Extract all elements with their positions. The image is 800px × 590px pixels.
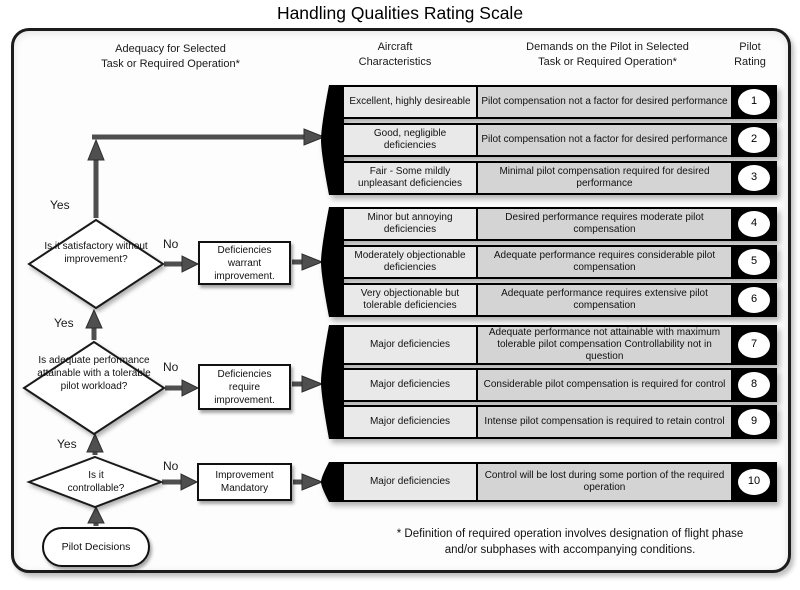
characteristics-cell: Major deficiencies — [342, 405, 478, 439]
decision-question-2: Is adequate performance attainable with … — [37, 355, 151, 392]
table-row: Minor but annoying deficiencies Desired … — [342, 207, 777, 241]
rating-bubble: 3 — [738, 165, 770, 191]
no-label-3: No — [163, 459, 179, 473]
rating-cell: 6 — [733, 283, 777, 317]
rating-group-10: Major deficiencies Control will be lost … — [320, 462, 778, 502]
yes-label-3: Yes — [57, 437, 77, 451]
group-left-band — [321, 462, 344, 502]
action-box-deficiencies-warrant: Deficiencies warrant improvement. — [198, 241, 291, 285]
rating-cell: 7 — [733, 325, 777, 365]
page-title: Handling Qualities Rating Scale — [276, 3, 524, 23]
demands-cell: Adequate performance not attainable with… — [478, 325, 733, 365]
header-rating-line2: Rating — [734, 55, 766, 68]
demands-cell: Control will be lost during some portion… — [478, 462, 733, 502]
demands-cell: Desired performance requires moderate pi… — [478, 207, 733, 241]
rating-group-1-3: Excellent, highly desireable Pilot compe… — [320, 85, 778, 195]
table-row: Good, negligible deficiencies Pilot comp… — [342, 123, 777, 157]
rating-cell: 9 — [733, 405, 777, 439]
characteristics-cell: Major deficiencies — [342, 368, 478, 402]
demands-cell: Pilot compensation not a factor for desi… — [478, 123, 733, 157]
yes-label-1: Yes — [50, 198, 70, 212]
characteristics-cell: Excellent, highly desireable — [342, 85, 478, 119]
characteristics-cell: Minor but annoying deficiencies — [342, 207, 478, 241]
group-left-band — [321, 207, 344, 317]
header-rating-line1: Pilot — [739, 41, 761, 53]
rating-bubble: 10 — [738, 469, 770, 495]
rating-bubble: 9 — [738, 409, 770, 435]
table-row: Major deficiencies Considerable pilot co… — [342, 368, 777, 402]
rating-cell: 2 — [733, 123, 777, 157]
demands-cell: Considerable pilot compensation is requi… — [478, 368, 733, 402]
header-adequacy-line2: Task or Required Operation* — [101, 57, 240, 70]
characteristics-cell: Very objectionable but tolerable deficie… — [342, 283, 478, 317]
rating-cell: 3 — [733, 161, 777, 195]
header-aircraft-characteristics: Aircraft Characteristics — [335, 40, 455, 70]
rating-bubble: 4 — [738, 211, 770, 237]
rating-cell: 5 — [733, 245, 777, 279]
group-left-band — [321, 325, 344, 439]
table-row: Major deficiencies Adequate performance … — [342, 325, 777, 365]
characteristics-cell: Good, negligible deficiencies — [342, 123, 478, 157]
rating-bubble: 1 — [738, 89, 770, 115]
table-row: Fair - Some mildly unpleasant deficienci… — [342, 161, 777, 195]
rating-cell: 10 — [733, 462, 777, 502]
demands-cell: Pilot compensation not a factor for desi… — [478, 85, 733, 119]
header-demands: Demands on the Pilot in Selected Task or… — [490, 40, 725, 70]
no-label-1: No — [163, 237, 179, 251]
decision-question-1: Is it satisfactory without improvement? — [44, 241, 148, 265]
rating-group-7-9: Major deficiencies Adequate performance … — [320, 325, 778, 439]
table-row: Major deficiencies Intense pilot compens… — [342, 405, 777, 439]
table-row: Very objectionable but tolerable deficie… — [342, 283, 777, 317]
group-left-band — [321, 85, 344, 195]
characteristics-cell: Fair - Some mildly unpleasant deficienci… — [342, 161, 478, 195]
rating-bubble: 6 — [738, 287, 770, 313]
demands-cell: Adequate performance requires considerab… — [478, 245, 733, 279]
header-demands-line1: Demands on the Pilot in Selected — [526, 41, 689, 53]
table-row: Excellent, highly desireable Pilot compe… — [342, 85, 777, 119]
footnote-line2: and/or subphases with accompanying condi… — [444, 543, 696, 556]
pilot-decisions-node: Pilot Decisions — [42, 527, 150, 567]
characteristics-cell: Moderately objectionable deficiencies — [342, 245, 478, 279]
yes-label-2: Yes — [54, 316, 74, 330]
no-label-2: No — [163, 360, 179, 374]
demands-cell: Adequate performance requires extensive … — [478, 283, 733, 317]
demands-cell: Minimal pilot compensation required for … — [478, 161, 733, 195]
table-row: Major deficiencies Control will be lost … — [342, 462, 777, 502]
rating-group-4-6: Minor but annoying deficiencies Desired … — [320, 207, 778, 317]
header-aircraft-line2: Characteristics — [358, 55, 432, 68]
rating-cell: 1 — [733, 85, 777, 119]
rating-bubble: 8 — [738, 372, 770, 398]
table-row: Moderately objectionable deficiencies Ad… — [342, 245, 777, 279]
footnote-line1: * Definition of required operation invol… — [396, 528, 744, 540]
footnote: * Definition of required operation invol… — [368, 527, 772, 558]
header-pilot-rating: Pilot Rating — [715, 40, 785, 70]
characteristics-cell: Major deficiencies — [342, 462, 478, 502]
header-aircraft-line1: Aircraft — [377, 41, 413, 53]
header-demands-line2: Task or Required Operation* — [538, 55, 677, 68]
rating-bubble: 2 — [738, 127, 770, 153]
action-box-deficiencies-require: Deficiencies require improvement. — [198, 364, 291, 410]
header-adequacy: Adequacy for Selected Task or Required O… — [78, 42, 263, 72]
demands-cell: Intense pilot compensation is required t… — [478, 405, 733, 439]
rating-bubble: 7 — [738, 332, 770, 358]
decision-question-3: Is it controllable? — [67, 470, 125, 494]
action-box-improvement-mandatory: Improvement Mandatory — [197, 463, 292, 501]
rating-cell: 4 — [733, 207, 777, 241]
header-adequacy-line1: Adequacy for Selected — [115, 43, 226, 55]
characteristics-cell: Major deficiencies — [342, 325, 478, 365]
rating-cell: 8 — [733, 368, 777, 402]
rating-bubble: 5 — [738, 249, 770, 275]
